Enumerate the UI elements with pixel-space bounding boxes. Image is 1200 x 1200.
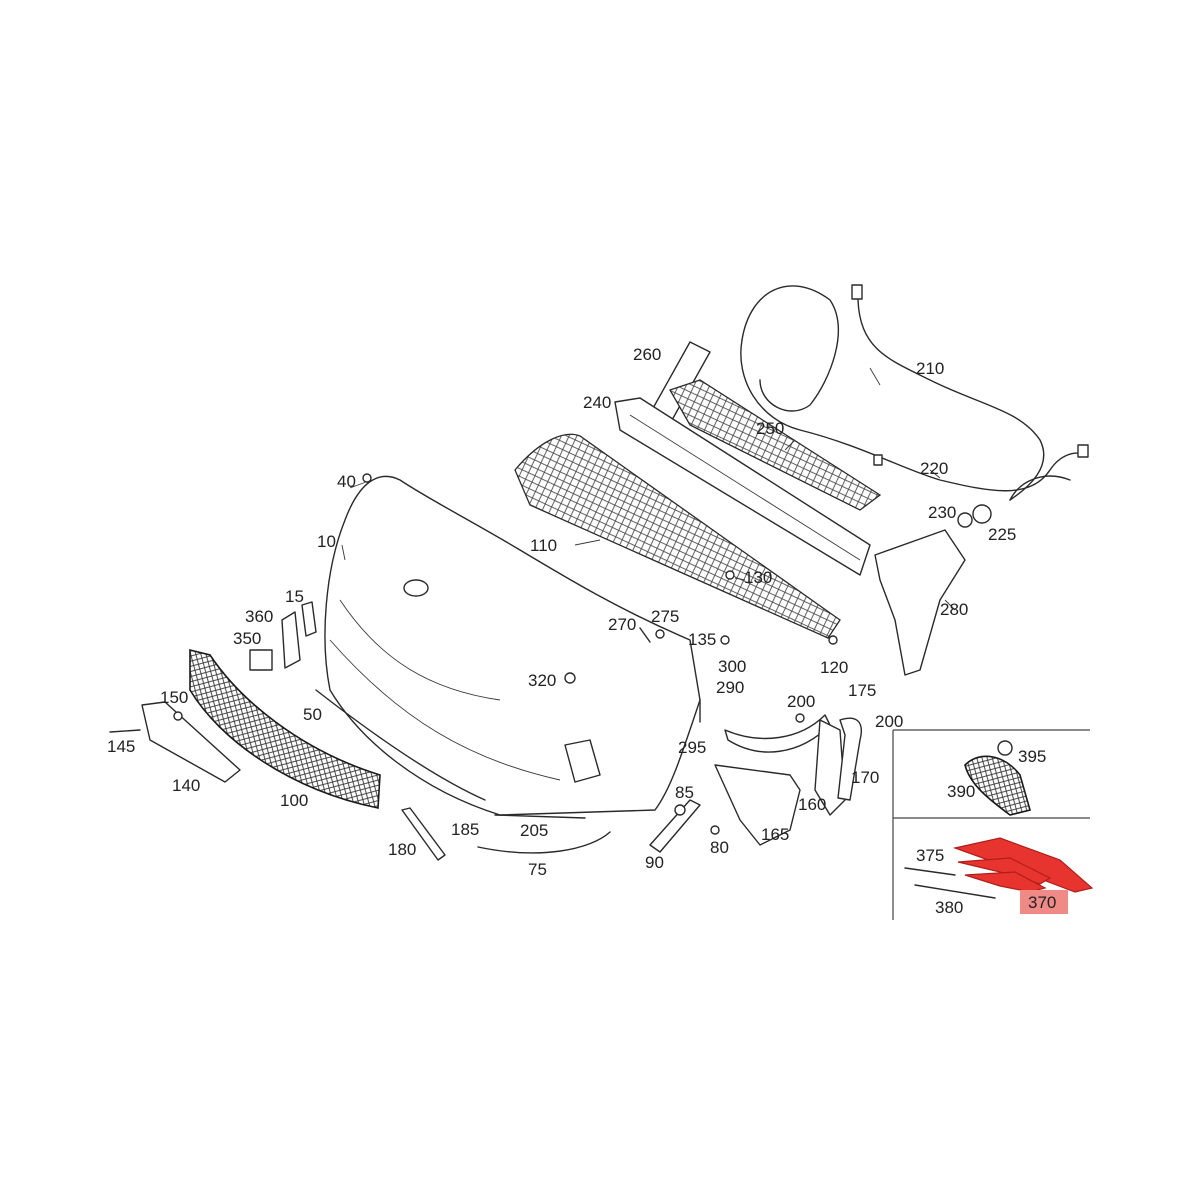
label-40: 40 [337,472,356,491]
label-380: 380 [935,898,963,917]
callouts: 40 10 15 360 350 150 50 145 140 100 185 … [107,345,1056,917]
label-165: 165 [761,825,789,844]
label-15: 15 [285,587,304,606]
upper-grille-250 [669,379,882,511]
impact-beam-240 [614,397,871,576]
side-bracket-280 [874,529,966,676]
label-85: 85 [675,783,694,802]
label-145: 145 [107,737,135,756]
label-200-a: 200 [787,692,815,711]
highlighted-part-370 [952,837,1094,893]
label-250: 250 [756,419,784,438]
label-50: 50 [303,705,322,724]
label-200-b: 200 [875,712,903,731]
small-fasteners [362,473,838,835]
strips-375-380 [904,867,996,899]
label-280: 280 [940,600,968,619]
parking-sensor-230-225 [957,504,992,528]
wiring-harness-210 [740,284,1089,501]
label-230: 230 [928,503,956,522]
label-390: 390 [947,782,975,801]
label-370: 370 [1028,893,1056,912]
label-300: 300 [718,657,746,676]
mesh-grille-100 [189,648,381,809]
label-360: 360 [245,607,273,626]
bumper-cover-10 [324,475,701,816]
label-140: 140 [172,776,200,795]
label-205: 205 [520,821,548,840]
label-395: 395 [1018,747,1046,766]
label-270: 270 [608,615,636,634]
label-110: 110 [530,536,557,555]
label-240: 240 [583,393,611,412]
leader-lines [341,367,956,611]
label-90: 90 [645,853,664,872]
label-295: 295 [678,738,706,757]
label-210: 210 [916,359,944,378]
plate-bracket-140 [141,701,241,783]
label-220: 220 [920,459,948,478]
label-75: 75 [528,860,547,879]
label-10: 10 [317,532,336,551]
label-370-highlight [1020,890,1068,914]
fasteners-145-150 [109,711,183,733]
inset-frames [892,729,1090,920]
label-150: 150 [160,688,188,707]
label-320: 320 [528,671,556,690]
trim-strips [315,689,611,854]
label-135: 135 [688,630,716,649]
side-trims-180-90 [401,799,701,861]
label-175: 175 [848,681,876,700]
label-275: 275 [651,607,679,626]
label-375: 375 [916,846,944,865]
brackets-350-360 [249,601,317,671]
label-290: 290 [716,678,744,697]
label-350: 350 [233,629,261,648]
label-180: 180 [388,840,416,859]
label-120: 120 [820,658,848,677]
corner-parts-160-170 [714,714,862,846]
label-185: 185 [451,820,479,839]
label-100: 100 [280,791,308,810]
label-80: 80 [710,838,729,857]
label-130: 130 [744,568,772,587]
label-260: 260 [633,345,661,364]
label-160: 160 [798,795,826,814]
lower-grille-110 [514,433,841,639]
fog-grille-390 [964,740,1031,816]
label-170: 170 [851,768,879,787]
label-225: 225 [988,525,1016,544]
